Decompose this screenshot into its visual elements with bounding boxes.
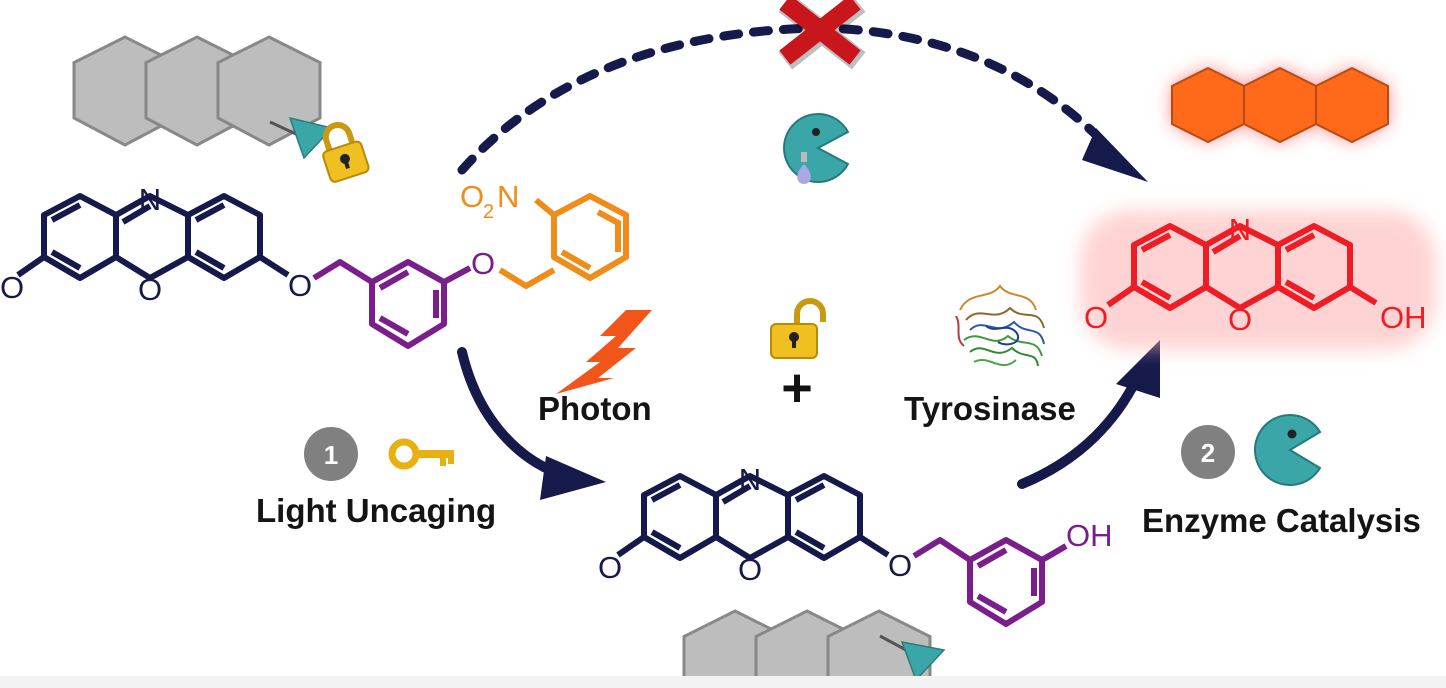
resorufin-core-intermediate [616, 473, 890, 561]
step1-label: Light Uncaging [256, 492, 496, 529]
o-carbonyl-start: O [0, 270, 24, 305]
caged-probe-hexagons [72, 35, 322, 147]
o-carbonyl-product: O [1084, 300, 1108, 335]
lightning-icon [556, 310, 652, 394]
o-atom-ring-product: O [1228, 302, 1252, 337]
step2-number: 2 [1201, 438, 1215, 468]
o-ether-intermediate: O [888, 548, 912, 583]
product-hexagons [1171, 66, 1389, 144]
bottom-triangle [900, 641, 946, 682]
step2-label: Enzyme Catalysis [1142, 502, 1421, 539]
o-ether-start: O [288, 268, 312, 303]
o-atom-ring-intermediate: O [738, 552, 762, 587]
resorufin-product [1106, 223, 1378, 311]
uncaged-probe-hexagons [682, 609, 932, 688]
unlock-icon [770, 298, 826, 359]
arrow-enzyme-catalysis [1017, 367, 1145, 489]
dashed-arrowhead [1082, 128, 1148, 182]
pacman-step2-icon [1254, 414, 1322, 486]
oh-product: OH [1380, 300, 1427, 335]
n-atom-product: N [1229, 212, 1251, 247]
plus-sign: + [781, 358, 813, 418]
arrow-enzyme-head [1116, 340, 1160, 398]
step1-number: 1 [324, 440, 338, 470]
nitro-o: O [460, 179, 484, 214]
protein-structure-icon [955, 284, 1045, 367]
step2-circle [1181, 425, 1235, 479]
n-atom-start: N [139, 182, 161, 217]
oh-intermediate: OH [1066, 518, 1113, 553]
pacman-enzyme-icon [783, 113, 850, 184]
photon-label: Photon [538, 390, 652, 427]
nitro-n: N [497, 179, 519, 214]
lock-icon [322, 122, 370, 183]
o-carbonyl-intermediate: O [598, 550, 622, 585]
cage-triangle [288, 116, 334, 160]
n-atom-intermediate: N [739, 462, 761, 497]
key-icon [388, 438, 454, 470]
phenol-linker-intermediate [912, 537, 1068, 627]
bottom-strip [0, 676, 1446, 688]
resorufin-core-start [16, 193, 290, 281]
tyrosinase-label: Tyrosinase [904, 390, 1076, 427]
o-atom-ring-start: O [138, 272, 162, 307]
nitrobenzyl-cage [498, 193, 629, 289]
cross-icon [778, 0, 866, 70]
o-ether-linker: O [471, 246, 495, 281]
step1-circle [304, 427, 358, 481]
nitro-sub: 2 [483, 201, 494, 223]
arrow-light-head [540, 456, 606, 500]
benzyl-linker-start [312, 259, 472, 349]
